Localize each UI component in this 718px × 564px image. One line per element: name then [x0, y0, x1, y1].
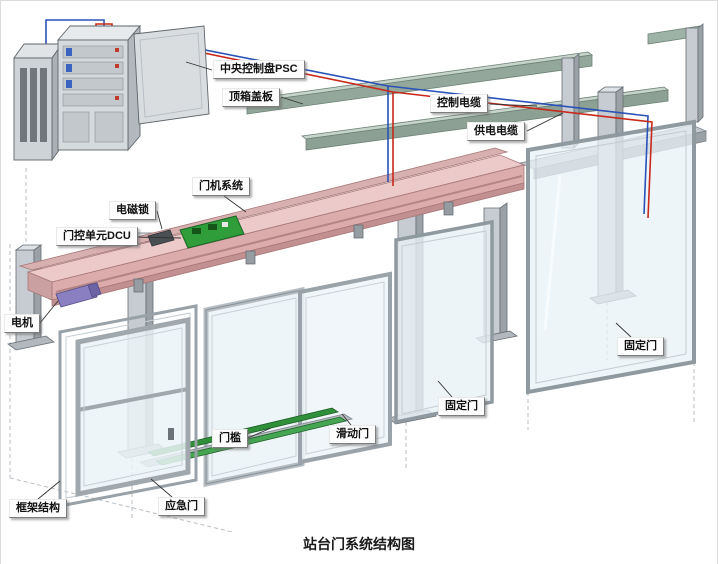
cabinet-modules	[62, 45, 124, 143]
leader-lines	[37, 61, 632, 500]
label-power-cable: 供电电缆	[467, 122, 525, 141]
cabinet-door-panel	[133, 25, 210, 125]
label-fixed-door-mid: 固定门	[438, 397, 485, 416]
label-door-control-unit: 门控单元DCU	[56, 227, 138, 246]
power-cable-line	[45, 19, 649, 215]
label-door-machine-system: 门机系统	[192, 177, 250, 196]
label-motor: 电机	[4, 314, 40, 333]
label-threshold: 门槛	[212, 429, 248, 448]
motor-part	[55, 282, 102, 308]
label-magnetic-lock: 电磁锁	[109, 201, 156, 220]
support-posts	[561, 23, 704, 149]
emergency-door-panel	[75, 316, 191, 498]
label-sliding-door: 滑动门	[329, 425, 376, 444]
label-fixed-door-right: 固定门	[617, 337, 664, 356]
label-frame-structure: 框架结构	[9, 499, 67, 518]
door-machine-beam	[18, 147, 526, 307]
label-control-cable: 控制电缆	[430, 94, 488, 113]
dcu-board-part	[179, 215, 245, 249]
sliding-door-panels	[203, 271, 392, 488]
control-cabinets	[13, 24, 210, 162]
fixed-door-right-panel	[526, 119, 696, 395]
diagram-title: 站台门系统结构图	[303, 536, 415, 552]
door-hangers	[133, 201, 454, 293]
cabinet-indicators	[66, 48, 119, 100]
label-central-control-panel: 中央控制盘PSC	[213, 60, 305, 79]
label-emergency-door: 应急门	[158, 497, 205, 516]
label-top-box-cover: 顶箱盖板	[222, 88, 280, 107]
fixed-door-mid-panel	[394, 219, 494, 425]
